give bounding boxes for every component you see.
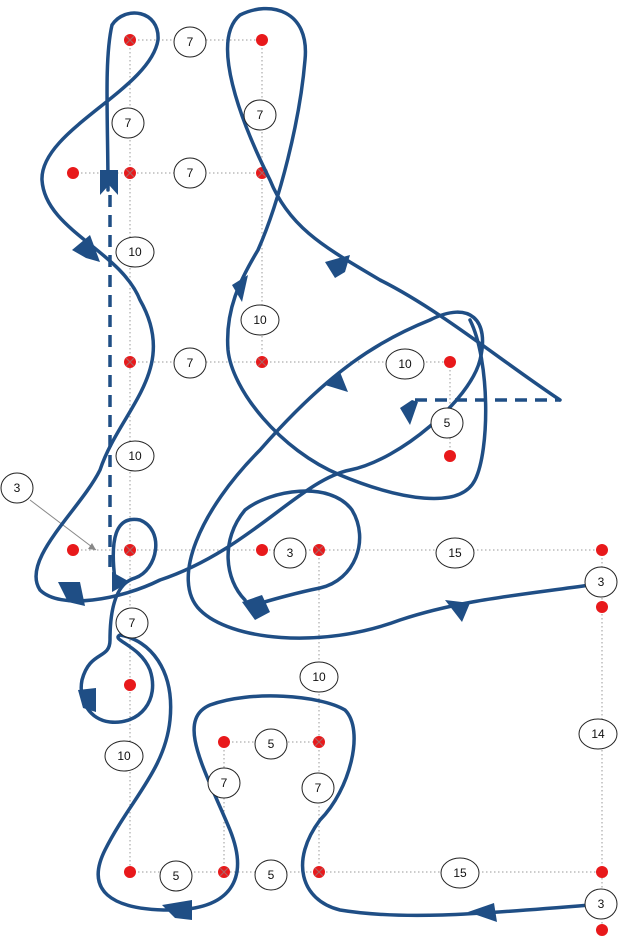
weight-label: 7	[207, 767, 241, 799]
weight-label-text: 3	[598, 575, 605, 589]
arrowhead	[72, 235, 100, 262]
weight-label-text: 5	[444, 416, 451, 430]
weight-label-text: 3	[287, 546, 294, 560]
arrowhead	[112, 572, 130, 592]
node	[218, 736, 230, 748]
weight-label-text: 10	[128, 449, 142, 463]
weight-label: 5	[254, 859, 288, 891]
route-segment	[225, 6, 562, 501]
junction-marks	[125, 35, 324, 877]
node	[256, 34, 268, 46]
weight-labels: 7 7 7 7 10 10 7 10 10 5 3 3 15 3 7 10 10…	[0, 26, 618, 920]
weight-label: 14	[578, 718, 618, 750]
weight-label: 5	[159, 860, 193, 892]
node	[596, 544, 608, 556]
route-segment	[34, 11, 592, 640]
weight-label-text: 7	[187, 166, 194, 180]
arrowhead	[162, 900, 192, 920]
node	[67, 167, 79, 179]
weight-label: 5	[254, 728, 288, 760]
weight-label: 3	[273, 537, 307, 569]
arrowhead	[78, 688, 96, 712]
weight-label-text: 7	[187, 35, 194, 49]
arrowhead	[325, 255, 350, 278]
node	[67, 544, 79, 556]
weight-label-text: 7	[129, 616, 136, 630]
weight-label: 10	[240, 304, 280, 336]
weight-label-text: 7	[125, 116, 132, 130]
callout-arrow	[88, 543, 96, 550]
arrowhead	[325, 372, 348, 392]
weight-label: 3	[0, 472, 34, 504]
weight-label-text: 10	[398, 357, 412, 371]
weight-label-text: 7	[187, 356, 194, 370]
weight-label-text: 10	[253, 313, 267, 327]
weight-label: 5	[430, 407, 464, 439]
weight-label: 10	[115, 440, 155, 472]
weight-label: 10	[299, 661, 339, 693]
weight-label-text: 7	[315, 781, 322, 795]
route-segment	[226, 489, 362, 607]
node	[596, 866, 608, 878]
weight-label: 7	[173, 157, 207, 189]
node	[256, 544, 268, 556]
weight-label-text: 7	[221, 776, 228, 790]
route	[34, 6, 592, 918]
arrowhead	[232, 275, 248, 302]
weight-label-text: 3	[598, 897, 605, 911]
arrowhead	[400, 400, 418, 425]
weight-label: 7	[173, 347, 207, 379]
arrowhead	[58, 582, 85, 606]
weight-label: 15	[435, 537, 475, 569]
node	[596, 924, 608, 936]
arrowhead	[445, 600, 470, 622]
weight-label-text: 5	[173, 869, 180, 883]
route-segment	[79, 517, 592, 918]
weight-label: 3	[584, 888, 618, 920]
weight-label-text: 10	[128, 245, 142, 259]
weight-label: 3	[584, 566, 618, 598]
weight-label-text: 15	[453, 866, 467, 880]
weight-label: 15	[440, 857, 480, 889]
weight-label-text: 14	[591, 727, 605, 741]
node	[124, 866, 136, 878]
arrowhead	[100, 170, 118, 195]
node	[444, 356, 456, 368]
arrowhead	[468, 903, 497, 922]
nodes	[67, 34, 608, 936]
arrowheads	[58, 170, 497, 922]
weight-label-text: 7	[257, 108, 264, 122]
weight-label-text: 3	[14, 481, 21, 495]
arrowhead	[242, 595, 270, 620]
weight-label: 7	[111, 107, 145, 139]
weight-label-text: 5	[268, 868, 275, 882]
weight-label: 10	[115, 236, 155, 268]
weight-label-text: 5	[268, 737, 275, 751]
weight-label: 7	[301, 772, 335, 804]
weight-label: 10	[385, 348, 425, 380]
node	[124, 679, 136, 691]
weight-label-text: 15	[448, 546, 462, 560]
weight-label: 7	[115, 607, 149, 639]
node	[444, 450, 456, 462]
node	[596, 601, 608, 613]
weight-label: 7	[173, 26, 207, 58]
weight-label-text: 10	[117, 749, 131, 763]
weight-label: 7	[243, 99, 277, 131]
weight-label-text: 10	[312, 670, 326, 684]
weight-label: 10	[104, 740, 144, 772]
